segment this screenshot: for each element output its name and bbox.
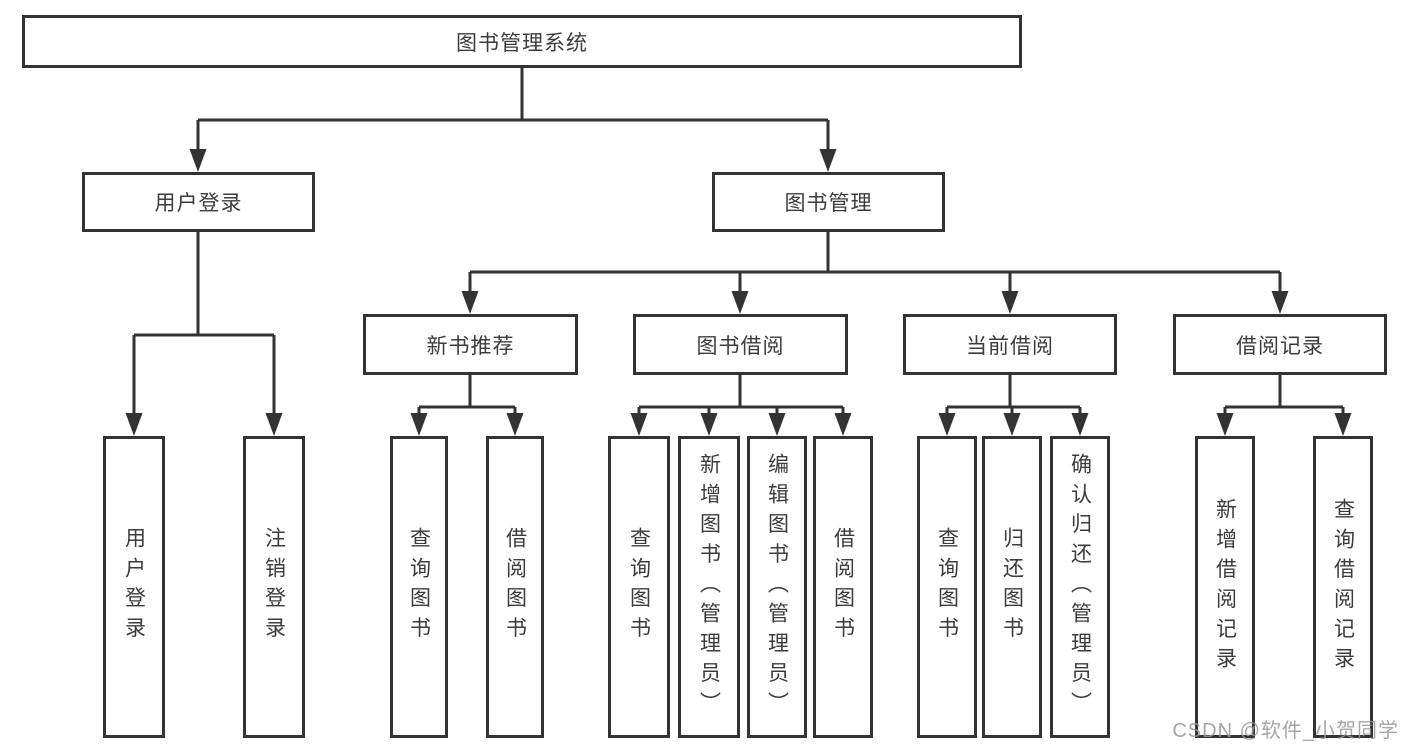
leaf-borrow-query-book: 查询图书 <box>608 436 670 738</box>
leaf-records-query-record: 查询借阅记录 <box>1313 436 1373 738</box>
node-label: 用户登录 <box>122 527 146 647</box>
watermark: CSDN @软件_小贺同学 <box>1172 720 1399 742</box>
node-borrowing-records: 借阅记录 <box>1173 314 1387 375</box>
node-label: 新增借阅记录 <box>1213 497 1237 677</box>
leaf-current-confirm-return: 确认归还（管理员） <box>1050 436 1110 738</box>
leaf-user-login: 用户登录 <box>103 436 165 738</box>
leaf-borrow-edit-book-admin: 编辑图书（管理员） <box>747 436 807 738</box>
node-label: 归还图书 <box>1000 527 1024 647</box>
node-label: 新增图书（管理员） <box>697 452 721 722</box>
node-label: 编辑图书（管理员） <box>765 452 789 722</box>
leaf-recommend-borrow-book: 借阅图书 <box>486 436 544 738</box>
node-current-borrowing: 当前借阅 <box>903 314 1117 375</box>
leaf-records-add-record: 新增借阅记录 <box>1195 436 1255 738</box>
node-label: 查询借阅记录 <box>1331 497 1355 677</box>
node-label: 查询图书 <box>627 527 651 647</box>
node-label: 当前借阅 <box>966 334 1054 358</box>
leaf-logout: 注销登录 <box>243 436 305 738</box>
node-label: 图书借阅 <box>696 334 785 358</box>
node-label: 图书管理系统 <box>456 31 588 55</box>
leaf-current-return-book: 归还图书 <box>982 436 1042 738</box>
node-label: 用户登录 <box>154 192 243 215</box>
leaf-recommend-query-book: 查询图书 <box>390 436 448 738</box>
node-book-management: 图书管理 <box>712 172 945 232</box>
node-label: 注销登录 <box>262 527 286 647</box>
leaf-borrow-borrow-book: 借阅图书 <box>813 436 873 738</box>
node-label: 借阅记录 <box>1236 334 1324 358</box>
node-library-system: 图书管理系统 <box>22 15 1022 68</box>
leaf-borrow-add-book-admin: 新增图书（管理员） <box>678 436 740 738</box>
node-label: 新书推荐 <box>426 334 515 358</box>
node-user-login: 用户登录 <box>82 172 315 232</box>
node-label: 查询图书 <box>935 527 959 647</box>
node-label: 借阅图书 <box>831 527 855 647</box>
node-label: 确认归还（管理员） <box>1068 452 1092 722</box>
node-label: 借阅图书 <box>503 527 527 647</box>
node-new-book-recommend: 新书推荐 <box>363 314 578 375</box>
node-label: 图书管理 <box>784 192 873 215</box>
node-label: 查询图书 <box>407 527 431 647</box>
node-book-borrowing: 图书借阅 <box>633 314 848 375</box>
leaf-current-query-book: 查询图书 <box>917 436 977 738</box>
